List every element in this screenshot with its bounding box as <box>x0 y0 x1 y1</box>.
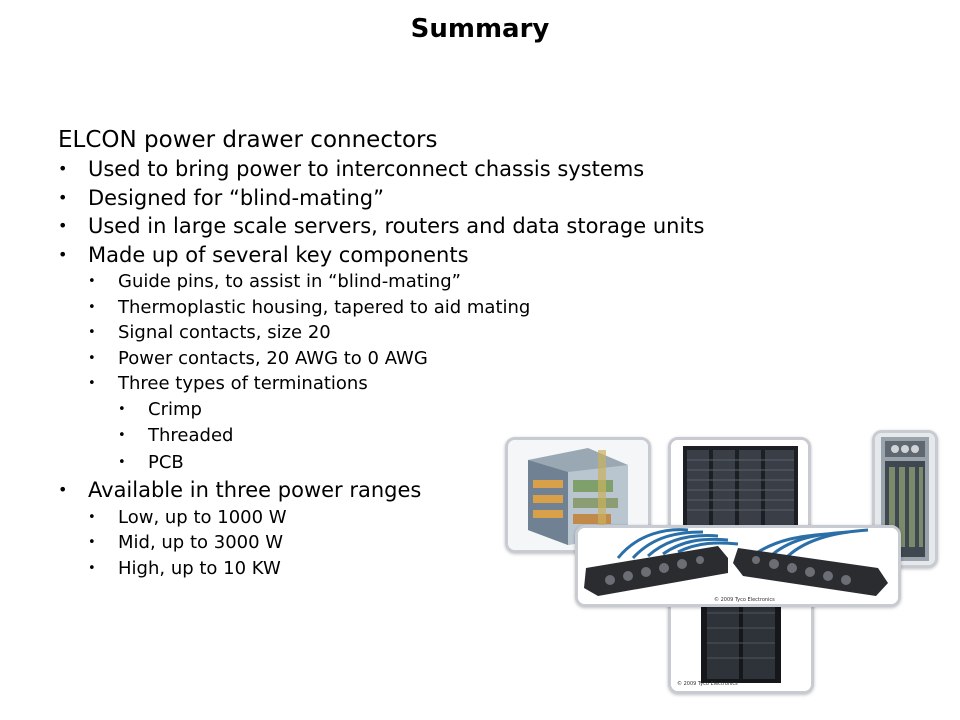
image-caption: © 2009 Tyco Electronics <box>714 597 775 603</box>
component-item: Signal contacts, size 20 <box>88 320 704 346</box>
termination-item: PCB <box>118 450 704 477</box>
termination-item: Crimp <box>118 397 704 424</box>
component-item: Thermoplastic housing, tapered to aid ma… <box>88 295 704 321</box>
power-range-item: Mid, up to 3000 W <box>88 530 704 556</box>
image-caption: © 2009 Tyco Electronics <box>677 681 738 687</box>
bullet-item: Used to bring power to interconnect chas… <box>58 155 704 184</box>
power-range-list: Low, up to 1000 W Mid, up to 3000 W High… <box>88 505 704 582</box>
bullet-item: Used in large scale servers, routers and… <box>58 212 704 241</box>
main-bullet-list: Used to bring power to interconnect chas… <box>58 155 704 581</box>
bullet-item: Available in three power ranges Low, up … <box>58 476 704 581</box>
section-heading: ELCON power drawer connectors <box>58 127 438 153</box>
power-range-item: Low, up to 1000 W <box>88 505 704 531</box>
component-list: Guide pins, to assist in “blind-mating” … <box>88 269 704 476</box>
power-range-item: High, up to 10 KW <box>88 556 704 582</box>
component-item: Guide pins, to assist in “blind-mating” <box>88 269 704 295</box>
server-rack-image <box>668 437 811 535</box>
slide-title: Summary <box>410 14 550 44</box>
component-item: Power contacts, 20 AWG to 0 AWG <box>88 346 704 372</box>
termination-item: Threaded <box>118 423 704 450</box>
component-item: Three types of terminations Crimp Thread… <box>88 371 704 476</box>
termination-list: Crimp Threaded PCB <box>118 397 704 477</box>
tall-server-cabinet-image: © 2009 Tyco Electronics <box>668 590 814 694</box>
bullet-item: Designed for “blind-mating” <box>58 184 704 213</box>
slide-body: ELCON power drawer connectors Used to br… <box>58 125 704 581</box>
bullet-item: Made up of several key components Guide … <box>58 241 704 477</box>
network-cabinet-image <box>872 430 938 568</box>
power-connector-image: © 2009 Tyco Electronics <box>575 525 901 607</box>
